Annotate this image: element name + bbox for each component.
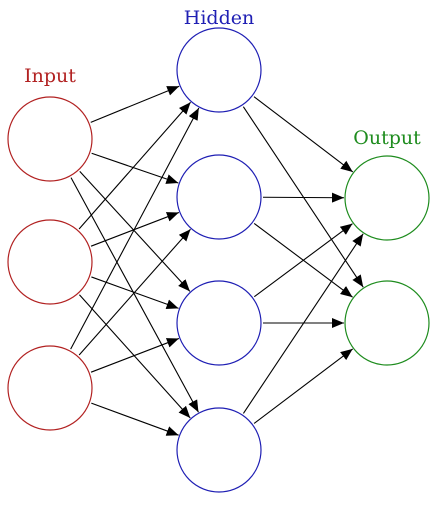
edge-input1-to-hidden4 [70,177,199,413]
edge-hidden4-to-output1 [242,233,364,414]
hidden-node-1 [176,27,262,113]
output-layer-label: Output [353,127,421,149]
edge-hidden4-to-output2 [253,348,354,424]
edge-input1-to-hidden1 [90,85,180,123]
input-node-1 [7,96,93,182]
hidden-node-4 [176,407,262,493]
output-node-2 [344,280,430,366]
edge-input2-to-hidden4 [79,294,191,419]
hidden-layer-label: Hidden [184,7,254,29]
edge-hidden3-to-output1 [253,223,353,298]
hidden-node-2 [176,154,262,240]
edge-input2-to-hidden1 [78,101,192,230]
edge-input3-to-hidden1 [70,107,200,350]
connections-group [70,85,364,436]
edge-input1-to-hidden3 [79,171,191,292]
edge-hidden1-to-output2 [242,106,364,288]
neurons-group [7,27,430,493]
edge-input3-to-hidden3 [90,337,180,373]
input-node-2 [7,219,93,305]
input-node-3 [7,345,93,431]
edge-hidden1-to-output1 [253,96,354,173]
edge-input1-to-hidden2 [91,152,179,184]
hidden-node-3 [176,280,262,366]
edge-input3-to-hidden2 [78,228,191,356]
edge-input3-to-hidden4 [91,402,179,436]
edge-input2-to-hidden2 [90,211,180,247]
output-node-1 [344,155,430,241]
input-layer-label: Input [24,65,76,87]
